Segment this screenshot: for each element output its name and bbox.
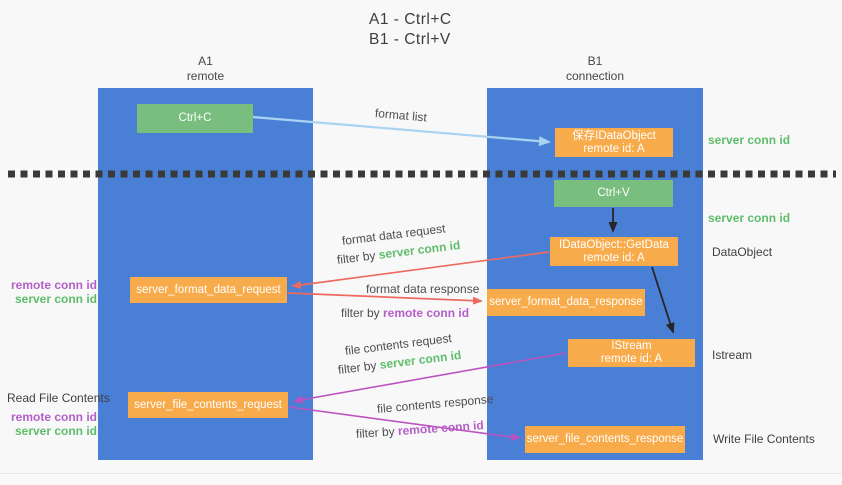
node-server-file-contents-response: server_file_contents_response bbox=[525, 426, 685, 453]
annotation-file-server-conn-id: server conn id bbox=[14, 424, 97, 438]
node-server-file-contents-request: server_file_contents_request bbox=[128, 392, 288, 418]
node-ctrl-v: Ctrl+V bbox=[554, 180, 673, 207]
node-ctrl-v-label: Ctrl+V bbox=[597, 187, 630, 199]
node-server-format-data-response: server_format_data_response bbox=[487, 289, 645, 316]
lifeline-header-b1: B1 connection bbox=[487, 54, 703, 84]
remote-conn-id-key: remote conn id bbox=[397, 418, 485, 439]
node-server-format-data-request: server_format_data_request bbox=[130, 277, 287, 303]
node-file-response-label: server_file_contents_response bbox=[526, 433, 684, 445]
annotation-file-remote-conn-id: remote conn id bbox=[10, 410, 97, 424]
annotation-format-conn-ids: remote conn id server conn id bbox=[0, 278, 97, 306]
filter-by-text: filter by bbox=[355, 424, 399, 441]
node-getdata-line1: IDataObject::GetData bbox=[559, 238, 669, 251]
node-idataobject-getdata: IDataObject::GetData remote id: A bbox=[550, 237, 678, 266]
edge-label-file-contents-response: file contents response bbox=[376, 391, 494, 416]
annotation-server-conn-id-save: server conn id bbox=[708, 133, 791, 147]
filter-by-text: filter by bbox=[336, 247, 380, 267]
bottom-divider bbox=[0, 473, 842, 474]
annotation-dataobject: DataObject bbox=[712, 245, 773, 259]
node-getdata-line2: remote id: A bbox=[583, 251, 645, 264]
annotation-format-server-conn-id: server conn id bbox=[14, 292, 97, 306]
lifeline-b1-id: B1 bbox=[587, 54, 603, 68]
node-format-request-label: server_format_data_request bbox=[136, 283, 281, 296]
node-format-response-label: server_format_data_response bbox=[489, 296, 643, 308]
annotation-format-remote-conn-id: remote conn id bbox=[10, 278, 97, 292]
edge-label-filter-file-response: filter by remote conn id bbox=[356, 418, 485, 441]
lifeline-a1-role: remote bbox=[186, 69, 225, 83]
annotation-write-file-contents: Write File Contents bbox=[713, 432, 815, 446]
node-save-idataobject-line1: 保存IDataObject bbox=[572, 129, 656, 142]
title-line-1: A1 - Ctrl+C bbox=[369, 11, 452, 28]
node-save-idataobject: 保存IDataObject remote id: A bbox=[555, 128, 673, 157]
lifeline-a1-id: A1 bbox=[198, 54, 213, 68]
lifeline-b1-role: connection bbox=[565, 69, 625, 83]
edge-label-filter-format-response: filter by remote conn id bbox=[341, 306, 469, 320]
remote-conn-id-key: remote conn id bbox=[383, 306, 470, 320]
edge-label-format-list: format list bbox=[374, 106, 428, 125]
annotation-read-file-contents: Read File Contents bbox=[7, 391, 110, 405]
annotation-file-conn-ids: remote conn id server conn id bbox=[0, 410, 97, 438]
lifeline-header-a1: A1 remote bbox=[98, 54, 313, 84]
filter-by-text: filter by bbox=[337, 357, 381, 377]
title-line-2: B1 - Ctrl+V bbox=[369, 31, 451, 48]
filter-by-text: filter by bbox=[341, 306, 384, 320]
diagram-title: A1 - Ctrl+C B1 - Ctrl+V bbox=[369, 10, 452, 50]
edge-label-format-data-response: format data response bbox=[366, 282, 480, 296]
annotation-server-conn-id-paste: server conn id bbox=[708, 211, 791, 225]
node-ctrl-c-label: Ctrl+C bbox=[178, 112, 212, 124]
node-save-idataobject-line2: remote id: A bbox=[583, 142, 645, 155]
node-istream: IStream remote id: A bbox=[568, 339, 695, 367]
annotation-istream: Istream bbox=[712, 348, 753, 362]
node-ctrl-c: Ctrl+C bbox=[137, 104, 253, 133]
node-istream-line2: remote id: A bbox=[600, 353, 663, 365]
node-file-request-label: server_file_contents_request bbox=[134, 398, 282, 411]
node-istream-line1: IStream bbox=[611, 340, 652, 352]
